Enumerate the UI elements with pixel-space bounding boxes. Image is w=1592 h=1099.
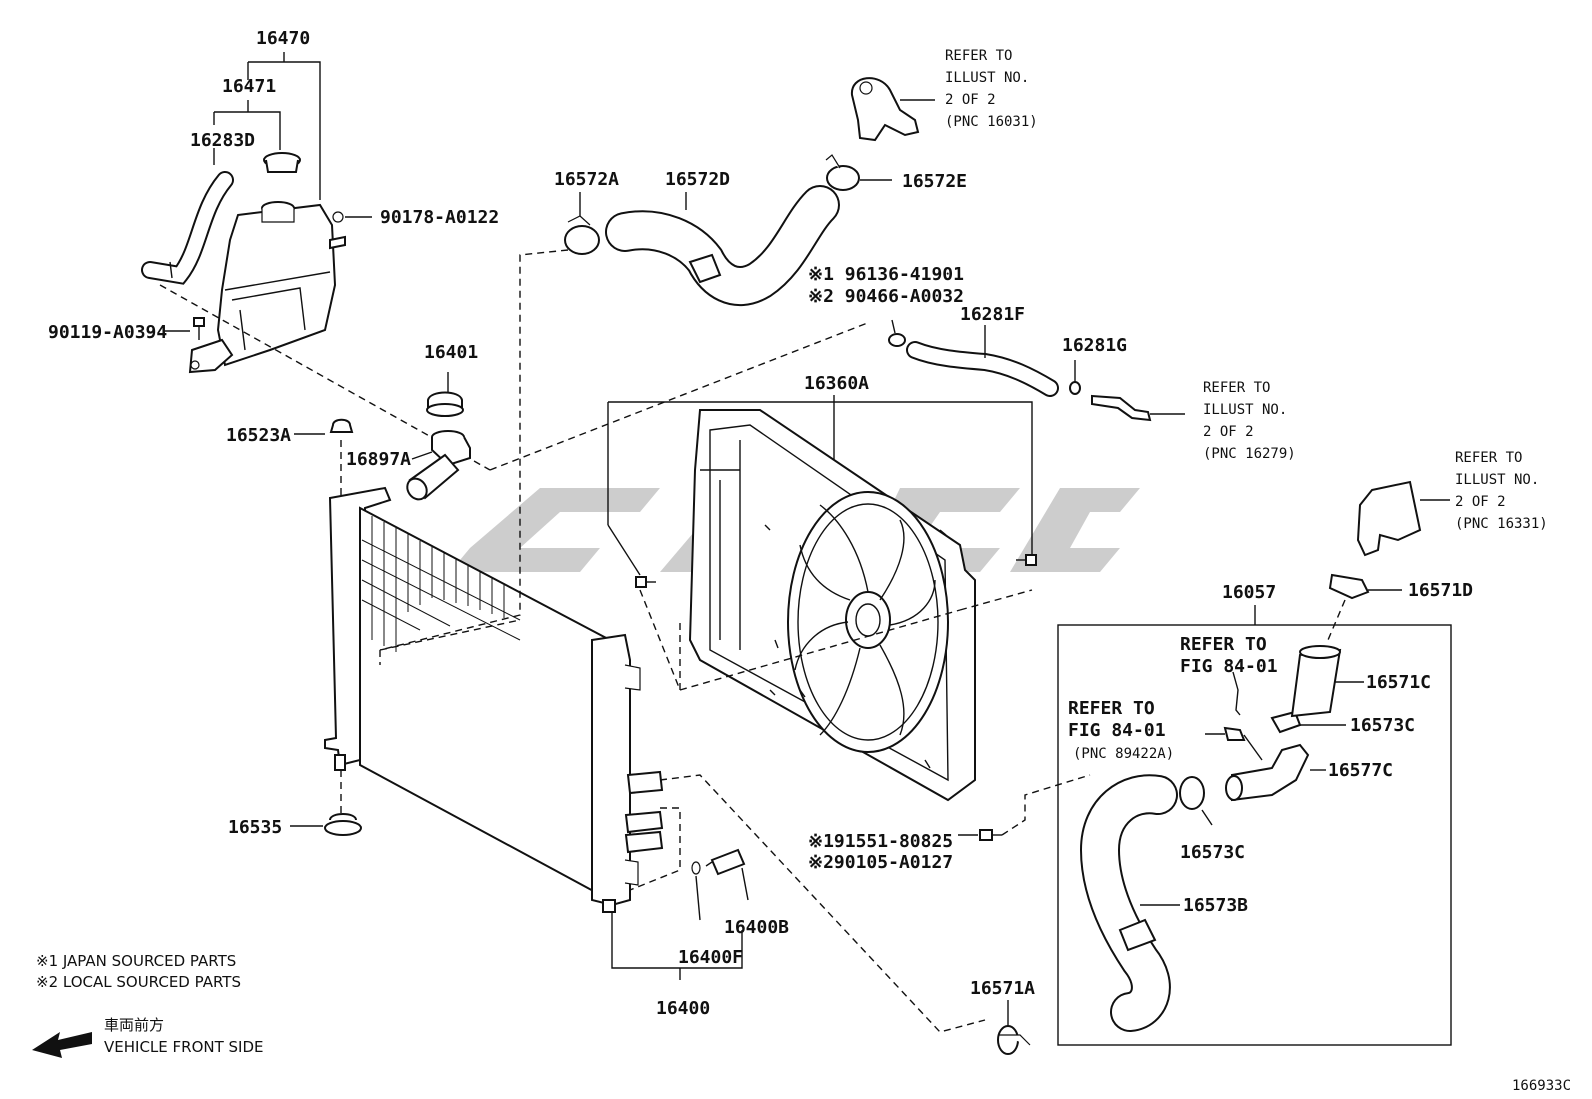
refer-fig-note-1-line1: REFER TO [1180, 634, 1267, 655]
label-16400F: 16400F [678, 947, 743, 968]
label-90466-A0032: ※2 90466-A0032 [808, 286, 964, 307]
label-16471: 16471 [222, 76, 276, 97]
legend-front-en: VEHICLE FRONT SIDE [104, 1038, 264, 1056]
label-16283D: 16283D [190, 130, 255, 151]
label-16360A: 16360A [804, 373, 869, 394]
refer-fig-note-2-line3: (PNC 89422A) [1073, 746, 1174, 762]
refer-fig-note-2-line2: FIG 84-01 [1068, 720, 1166, 741]
label-16470: 16470 [256, 28, 310, 49]
label-16573C-upper: 16573C [1350, 715, 1415, 736]
label-16535: 16535 [228, 817, 282, 838]
diagram-id: 166933C [1512, 1078, 1571, 1094]
label-16572D: 16572D [665, 169, 730, 190]
radiator-assembly [290, 418, 749, 980]
vehicle-front-arrow-icon [32, 1032, 92, 1058]
reservoir-tank-group [141, 52, 372, 374]
label-16281G: 16281G [1062, 335, 1127, 356]
legend-japan-sourced: ※1 JAPAN SOURCED PARTS [36, 952, 236, 970]
refer-note-16279-line1: REFER TO [1203, 380, 1270, 396]
refer-note-16331-line1: REFER TO [1455, 450, 1522, 466]
refer-note-16031-line1: REFER TO [945, 48, 1012, 64]
label-16400: 16400 [656, 998, 710, 1019]
label-16400B: 16400B [724, 917, 789, 938]
fan-shroud-assembly [607, 395, 1037, 802]
label-90178-A0122: 90178-A0122 [380, 207, 499, 228]
label-96136-41901: ※1 96136-41901 [808, 264, 964, 285]
label-16401: 16401 [424, 342, 478, 363]
refer-fig-note-1-line2: FIG 84-01 [1180, 656, 1278, 677]
label-16577C: 16577C [1328, 760, 1393, 781]
refer-note-16331-line3: 2 OF 2 [1455, 494, 1506, 510]
label-90105-A0127: ※290105-A0127 [808, 852, 953, 873]
label-16897A: 16897A [346, 449, 411, 470]
label-16523A: 16523A [226, 425, 291, 446]
legend-local-sourced: ※2 LOCAL SOURCED PARTS [36, 973, 241, 991]
upper-hose-group [379, 77, 935, 651]
refer-note-16031-line3: 2 OF 2 [945, 92, 996, 108]
fan-screw-group [958, 774, 1091, 841]
refer-note-16279-line4: (PNC 16279) [1203, 446, 1296, 462]
label-16572A: 16572A [554, 169, 619, 190]
refer-note-16331-line2: ILLUST NO. [1455, 472, 1539, 488]
label-90119-A0394: 90119-A0394 [48, 322, 167, 343]
label-16281F: 16281F [960, 304, 1025, 325]
refer-note-16331-line4: (PNC 16331) [1455, 516, 1548, 532]
radiator-cap-group [406, 372, 471, 501]
label-16573B: 16573B [1183, 895, 1248, 916]
lower-hose-group [997, 480, 1452, 1055]
refer-note-16031-line4: (PNC 16031) [945, 114, 1038, 130]
label-16571D: 16571D [1408, 580, 1473, 601]
label-16571A: 16571A [970, 978, 1035, 999]
label-16573C-lower: 16573C [1180, 842, 1245, 863]
bypass-hose-group [888, 319, 1185, 422]
refer-fig-note-2-line1: REFER TO [1068, 698, 1155, 719]
legend-front-jp: 車両前方 [104, 1016, 164, 1034]
legend: ※1 JAPAN SOURCED PARTS ※2 LOCAL SOURCED … [36, 952, 264, 1056]
label-16057: 16057 [1222, 582, 1276, 603]
label-91551-80825: ※191551-80825 [808, 831, 953, 852]
refer-note-16031-line2: ILLUST NO. [945, 70, 1029, 86]
refer-note-16279-line2: ILLUST NO. [1203, 402, 1287, 418]
part-number-labels: 16470 16471 16283D 90178-A0122 90119-A03… [48, 28, 1473, 1019]
label-16571C: 16571C [1366, 672, 1431, 693]
refer-notes: REFER TO ILLUST NO. 2 OF 2 (PNC 16031) R… [945, 48, 1548, 762]
refer-note-16279-line3: 2 OF 2 [1203, 424, 1254, 440]
label-16572E: 16572E [902, 171, 967, 192]
